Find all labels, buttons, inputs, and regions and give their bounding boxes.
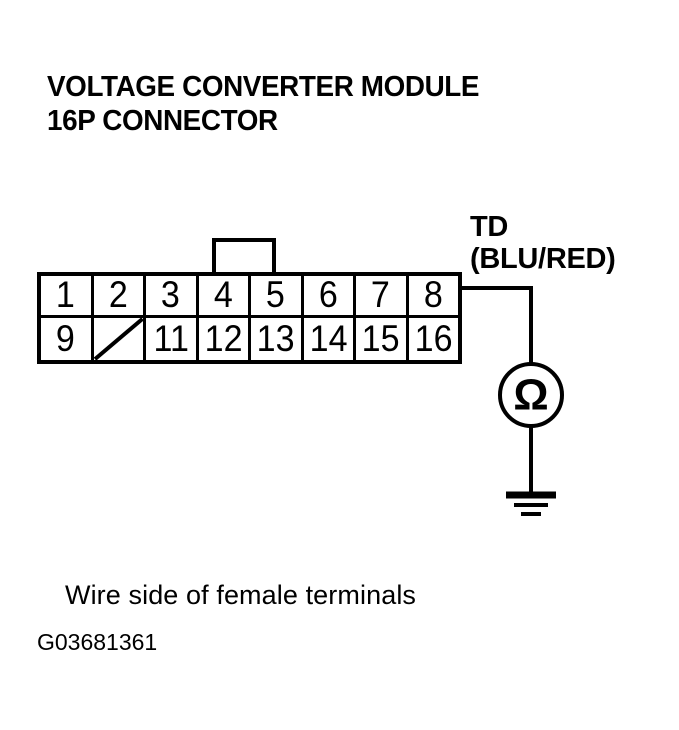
pin-cell: 7 [356, 276, 409, 315]
ground-icon [506, 491, 556, 516]
title-line-2: 16P CONNECTOR [47, 105, 278, 137]
pin-number: 4 [213, 274, 233, 315]
pin-number: 12 [204, 317, 243, 359]
view-caption: Wire side of female terminals [65, 580, 417, 610]
pin-cell: 14 [304, 317, 356, 360]
empty-terminal-slash-icon [94, 318, 144, 360]
ohmmeter-icon [498, 362, 564, 428]
title-line-1: VOLTAGE CONVERTER MODULE [47, 71, 480, 103]
wire-color: (BLU/RED) [470, 243, 616, 275]
pin-number: 2 [108, 274, 128, 315]
pin-cell: 4 [199, 274, 251, 315]
pin-cell: 9 [41, 318, 94, 360]
pin-cell: 6 [304, 274, 356, 315]
pin-cell: 8 [409, 276, 459, 315]
connector-latch-tab [212, 238, 276, 275]
figure-id: G03681361 [37, 629, 158, 655]
connector-row-bottom: 9 11 12 13 14 15 [41, 318, 458, 360]
test-lead-wire [460, 286, 533, 364]
pin-number: 8 [423, 274, 443, 315]
pin-cell: 2 [94, 274, 146, 315]
pin-cell: 16 [409, 318, 459, 360]
pin-cell: 5 [251, 276, 304, 315]
pin-cell: 11 [146, 318, 199, 360]
signal-name: TD [470, 211, 509, 243]
pin-number: 7 [371, 274, 391, 315]
pin-number: 5 [266, 274, 286, 315]
pin-cell: 3 [146, 276, 199, 315]
pin-number: 13 [256, 317, 295, 359]
pin-cell: 13 [251, 318, 304, 360]
pin-number: 1 [56, 274, 76, 315]
connector-body: 1 2 3 4 5 6 7 8 [37, 272, 462, 364]
pin-number: 15 [361, 317, 400, 359]
pin-number: 3 [161, 274, 181, 315]
connector-row-top: 1 2 3 4 5 6 7 8 [41, 276, 458, 318]
pin-number: 14 [309, 317, 348, 359]
pin-cell: 12 [199, 317, 251, 360]
omega-symbol: Ω [513, 371, 548, 420]
diagram-title: VOLTAGE CONVERTER MODULE 16P CONNECTOR [47, 70, 647, 138]
pin-number: 16 [414, 317, 453, 359]
pin-cell: 1 [41, 276, 94, 315]
pin-number: 6 [318, 274, 338, 315]
lead-label: TD (BLU/RED) [470, 211, 616, 275]
pin-cell-empty [94, 318, 146, 360]
pin-cell: 15 [356, 318, 409, 360]
pin-number: 9 [56, 317, 76, 359]
pin-number: 11 [153, 317, 189, 359]
